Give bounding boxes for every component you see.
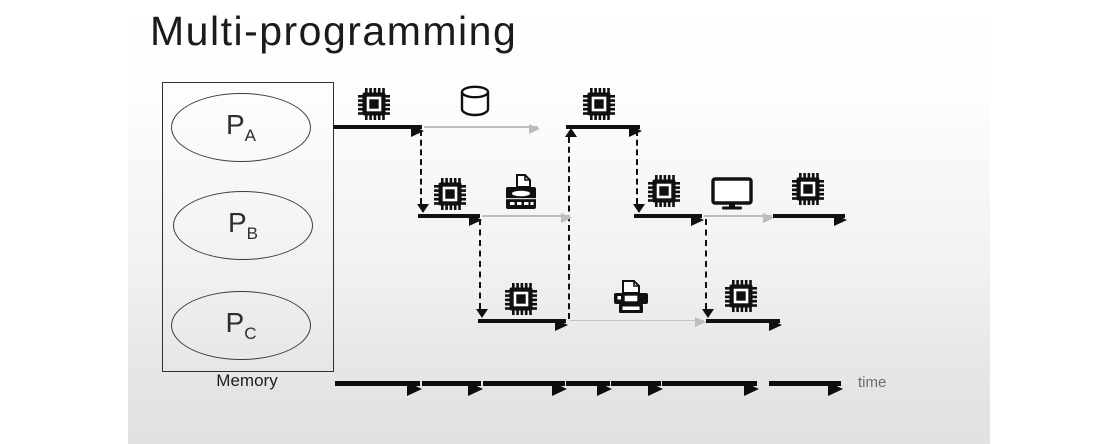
printer-icon — [611, 279, 651, 315]
pb-to-pc-switch-arrow-1 — [476, 219, 489, 318]
cpu-chip-icon — [357, 87, 391, 121]
pa-to-pb-switch-arrow-1 — [417, 130, 430, 213]
process-ellipse-pb: PB — [173, 191, 313, 260]
pa-cpu-burst-arrow-1 — [333, 125, 424, 137]
cpu-chip-icon — [433, 177, 467, 211]
process-label-pb: PB — [227, 207, 259, 243]
cpu-chip-icon — [647, 174, 681, 208]
memory-label: Memory — [216, 371, 278, 390]
pb-io-wait-arrow-1 — [482, 213, 572, 223]
pb-to-pc-switch-arrow-2 — [702, 219, 715, 318]
time-axis-segment-7 — [769, 381, 843, 396]
cpu-chip-icon — [582, 87, 616, 121]
time-axis-segment-3 — [483, 381, 567, 396]
cpu-chip-icon — [791, 172, 825, 206]
process-ellipse-pc: PC — [171, 291, 311, 360]
pc-to-pa-switch-arrow — [565, 128, 578, 319]
cpu-chip-icon — [724, 279, 758, 313]
process-ellipse-pa: PA — [171, 93, 311, 162]
disk-cylinder-icon — [457, 84, 493, 118]
pc-cpu-burst-arrow-1 — [478, 319, 568, 331]
fax-machine-icon — [503, 172, 539, 214]
pb-io-wait-arrow-2 — [704, 213, 774, 223]
process-label-pa: PA — [225, 109, 257, 145]
time-axis-label: time — [858, 374, 887, 391]
cpu-chip-icon — [504, 282, 538, 316]
time-axis-segment-2 — [422, 381, 483, 396]
time-axis-segment-1 — [335, 381, 422, 396]
slide-title: Multi-programming — [150, 8, 518, 54]
pa-to-pb-switch-arrow-2 — [633, 130, 646, 213]
time-axis-segment-4 — [566, 381, 612, 396]
process-label-pc: PC — [225, 307, 257, 343]
time-axis-segment-5 — [611, 381, 663, 396]
memory-box — [162, 82, 334, 372]
pb-cpu-burst-arrow-2 — [634, 214, 704, 226]
pa-io-wait-arrow — [424, 124, 540, 134]
pc-io-wait-arrow — [570, 317, 706, 327]
pb-cpu-burst-arrow-3 — [773, 214, 847, 226]
time-axis-segment-6 — [662, 381, 759, 396]
monitor-icon — [711, 177, 753, 210]
pc-cpu-burst-arrow-2 — [706, 319, 782, 331]
pa-cpu-burst-arrow-2 — [566, 125, 642, 137]
pb-cpu-burst-arrow-1 — [418, 214, 482, 226]
